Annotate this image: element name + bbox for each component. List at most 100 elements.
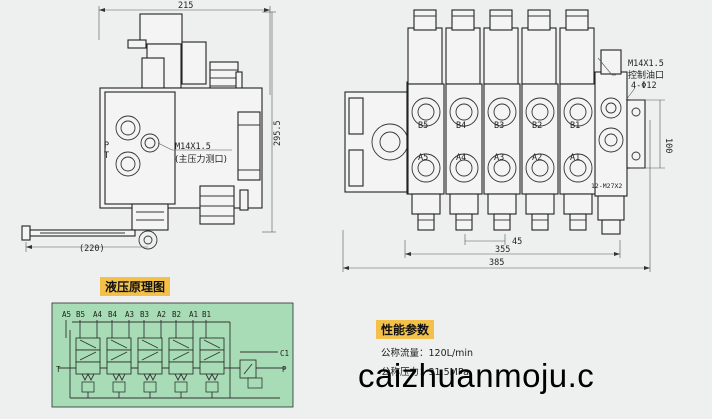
a-port-ring: [487, 153, 517, 183]
flow-arrow: [141, 339, 159, 349]
main-port-name: (主压力测口): [175, 153, 227, 165]
a-port-label: A5: [418, 153, 428, 163]
actuator-symbol: [174, 381, 188, 393]
valve-section: [521, 83, 559, 195]
dim-385: 385: [489, 258, 504, 268]
spring-symbol: [205, 372, 219, 382]
inlet-port-bore: [379, 131, 401, 153]
flow-arrow: [203, 339, 221, 349]
hole-spec: 4-Φ12: [631, 81, 657, 91]
spool-envelope: [168, 361, 194, 375]
dim-355: 355: [495, 245, 510, 255]
inlet-side-boss: [348, 149, 364, 187]
flow-arrow: [79, 351, 97, 361]
a-port-ring: [563, 153, 593, 183]
spool-cap: [483, 27, 519, 85]
dim-220: (220): [79, 244, 105, 254]
schematic-port-label: A5: [62, 310, 71, 319]
spool-top: [489, 9, 513, 31]
valve-section: [559, 83, 597, 195]
spool-cap: [521, 27, 557, 85]
ctrl-port-name: 控制油口: [628, 69, 664, 81]
actuator-symbol: [112, 381, 126, 393]
hydraulic-diagram-title: 液压原理图: [100, 277, 171, 296]
spool-envelope: [75, 361, 101, 375]
a-port-bore: [569, 159, 587, 177]
spool-nut: [493, 213, 511, 231]
b-port-bore: [417, 103, 435, 121]
front-view-dimensions: 385 355 45 100 M14X1.5 控制油口 4-Φ12 12-M27…: [342, 57, 673, 272]
valve-section: [483, 83, 521, 195]
a-port-bore: [455, 159, 473, 177]
spool-top: [451, 9, 475, 31]
a-port-bore: [531, 159, 549, 177]
spool-bottom: [411, 193, 441, 215]
a-port-label: A1: [570, 153, 580, 163]
outlet-nut: [601, 219, 621, 235]
spool-cap: [559, 27, 595, 85]
dim-100: 100: [663, 138, 673, 153]
schematic-port-label: A1: [189, 310, 198, 319]
flow-arrow: [110, 339, 128, 349]
side-port-p-label: P: [104, 141, 109, 151]
schematic-port-label: A4: [93, 310, 103, 319]
outlet-port-bore: [605, 102, 617, 114]
schematic-port-label: A2: [157, 310, 166, 319]
flow-arrow: [172, 339, 190, 349]
mount-hole: [631, 107, 641, 117]
b-port-ring: [563, 97, 593, 127]
schematic-port-label: B5: [76, 310, 85, 319]
dim-295-5: 295.5: [273, 120, 283, 146]
schematic-port-label: B3: [140, 310, 149, 319]
outlet-end-plate: [626, 99, 646, 169]
spool-cap: [445, 27, 481, 85]
spool-nut: [417, 213, 435, 231]
b-port-label: B1: [570, 121, 580, 131]
spool-envelope: [106, 361, 132, 375]
spool-top: [527, 9, 551, 31]
a-port-bore: [493, 159, 511, 177]
outlet-port-bore: [604, 133, 618, 147]
spool-top: [565, 9, 589, 31]
spool-envelope: [137, 361, 163, 375]
outlet-bottom: [597, 195, 625, 221]
b-port-label: B5: [418, 121, 428, 131]
b-port-ring: [487, 97, 517, 127]
valve-section: [445, 83, 483, 195]
b-port-ring: [525, 97, 555, 127]
spring-symbol: [112, 372, 126, 382]
b-port-bore: [531, 103, 549, 121]
spool-nut: [455, 213, 473, 231]
schematic-t-label: T: [56, 365, 61, 374]
flow-value: 120L/min: [428, 348, 474, 359]
outlet-top-fitting: [600, 49, 622, 75]
schematic-port-label: A3: [125, 310, 134, 319]
b-port-ring: [449, 97, 479, 127]
spring-symbol: [143, 372, 157, 382]
outlet-port-ring: [598, 127, 624, 153]
spool-cap: [407, 27, 443, 85]
spool-nut: [531, 213, 549, 231]
side-port-t-label: T: [104, 151, 109, 161]
schematic-port-label: B4: [108, 310, 118, 319]
spring-symbol: [81, 372, 95, 382]
flow-spec: 公称流量：120L/min: [381, 345, 473, 359]
b-port-label: B4: [456, 121, 466, 131]
flow-arrow: [141, 351, 159, 361]
b-port-ring: [411, 97, 441, 127]
actuator-symbol: [143, 381, 157, 393]
valve-section: [407, 83, 445, 195]
a-port-label: A4: [456, 153, 466, 163]
spool-nut: [569, 213, 587, 231]
schematic-port-label: B2: [172, 310, 181, 319]
outlet-thread: 12-M27X2: [591, 182, 622, 190]
schematic-port-label: B1: [202, 310, 211, 319]
mount-hole: [631, 151, 641, 161]
pressure-value: 31.5MPa: [428, 367, 469, 378]
b-port-bore: [569, 103, 587, 121]
pilot-block: [247, 377, 263, 389]
flow-arrow: [79, 339, 97, 349]
dim-45: 45: [512, 237, 522, 247]
